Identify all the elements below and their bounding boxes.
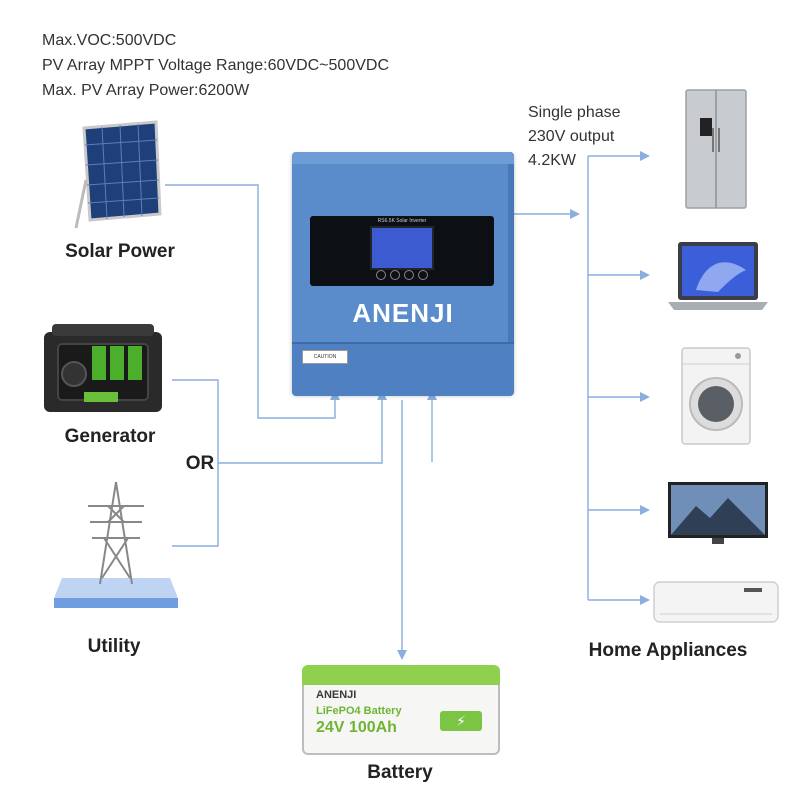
hybrid-solar-inverter: RS6.5K Solar Inverter ANENJI CAUTION	[292, 152, 514, 396]
battery-spec: 24V 100Ah	[316, 719, 397, 736]
laptop-icon	[668, 242, 768, 310]
or-label: OR	[185, 453, 215, 474]
battery-type: LiFePO4 Battery	[316, 705, 402, 717]
battery-brand: ANENJI	[316, 689, 357, 701]
solar-power-label: Solar Power	[65, 241, 175, 262]
generator-label: Generator	[64, 426, 156, 447]
inverter-button	[418, 270, 428, 280]
output-voltage: 230V output	[528, 128, 615, 145]
inverter-button	[404, 270, 414, 280]
solar-panel-icon	[74, 120, 162, 229]
inverter-button	[376, 270, 386, 280]
utility-label: Utility	[87, 636, 141, 657]
washing-machine-icon	[681, 347, 751, 445]
spec-max-pv-power: Max. PV Array Power:6200W	[42, 82, 250, 99]
caution-sticker: CAUTION	[302, 350, 348, 364]
lifepo4-battery: ANENJI LiFePO4 Battery 24V 100Ah ⚡	[302, 665, 500, 755]
battery-charge-icon: ⚡	[440, 711, 482, 731]
air-conditioner-icon	[653, 581, 779, 623]
battery-label: Battery	[367, 762, 433, 783]
inverter-bottom-panel: CAUTION	[292, 342, 514, 396]
home-appliances-label: Home Appliances	[588, 640, 748, 661]
inverter-lcd	[370, 226, 434, 270]
spec-max-voc: Max.VOC:500VDC	[42, 32, 177, 49]
inverter-brand-logo: ANENJI	[352, 298, 454, 328]
inverter-top	[292, 152, 514, 164]
generator-icon	[44, 324, 162, 412]
refrigerator-icon	[685, 89, 747, 209]
tv-icon	[668, 482, 768, 544]
inverter-lcd-title: RS6.5K Solar Inverter	[377, 218, 427, 224]
spec-mppt-range: PV Array MPPT Voltage Range:60VDC~500VDC	[42, 57, 389, 74]
output-power: 4.2KW	[528, 152, 577, 169]
battery-body: ANENJI LiFePO4 Battery 24V 100Ah ⚡	[302, 685, 500, 755]
inverter-display-panel: RS6.5K Solar Inverter	[310, 216, 494, 286]
battery-lid	[302, 665, 500, 687]
inverter-button	[390, 270, 400, 280]
transmission-tower-icon	[54, 481, 178, 608]
output-phase: Single phase	[528, 104, 621, 121]
